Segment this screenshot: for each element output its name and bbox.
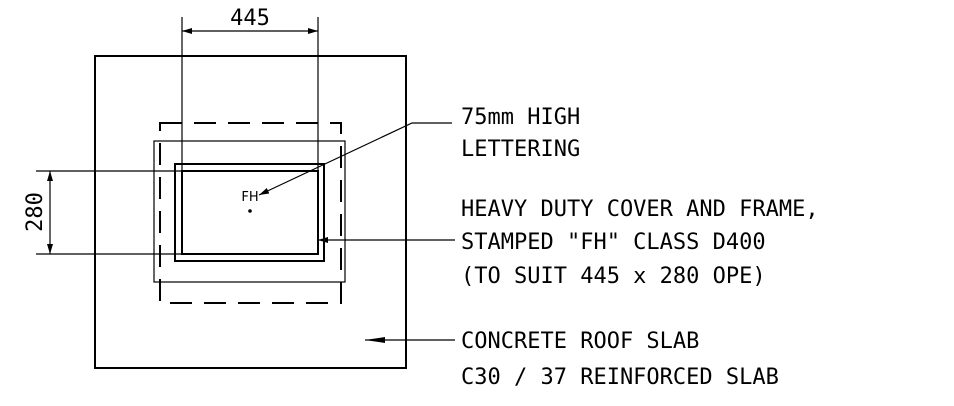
height-dimension-label: 280 [23,192,48,232]
width-dimension-label: 445 [230,6,270,31]
lettering-note-line1: 75mm HIGH [461,105,580,130]
cover-note-line2: STAMPED "FH" CLASS D400 [461,230,766,255]
lettering-leader [258,122,452,196]
dashed-opening-outline [159,122,342,304]
cover-note-line1: HEAVY DUTY COVER AND FRAME, [461,197,819,222]
lettering-note-line2: LETTERING [461,137,580,162]
fh-marking-text: FH [241,190,258,205]
frame-outer-outline [153,140,346,283]
cover-plate [181,170,319,255]
concrete-slab-outline [94,55,407,369]
slab-note-line2: C30 / 37 REINFORCED SLAB [461,365,779,390]
fh-center-dot [248,209,252,213]
slab-note-line1: CONCRETE ROOF SLAB [461,329,699,354]
cover-note-line3: (TO SUIT 445 x 280 OPE) [461,264,766,289]
cover-frame [174,163,325,262]
